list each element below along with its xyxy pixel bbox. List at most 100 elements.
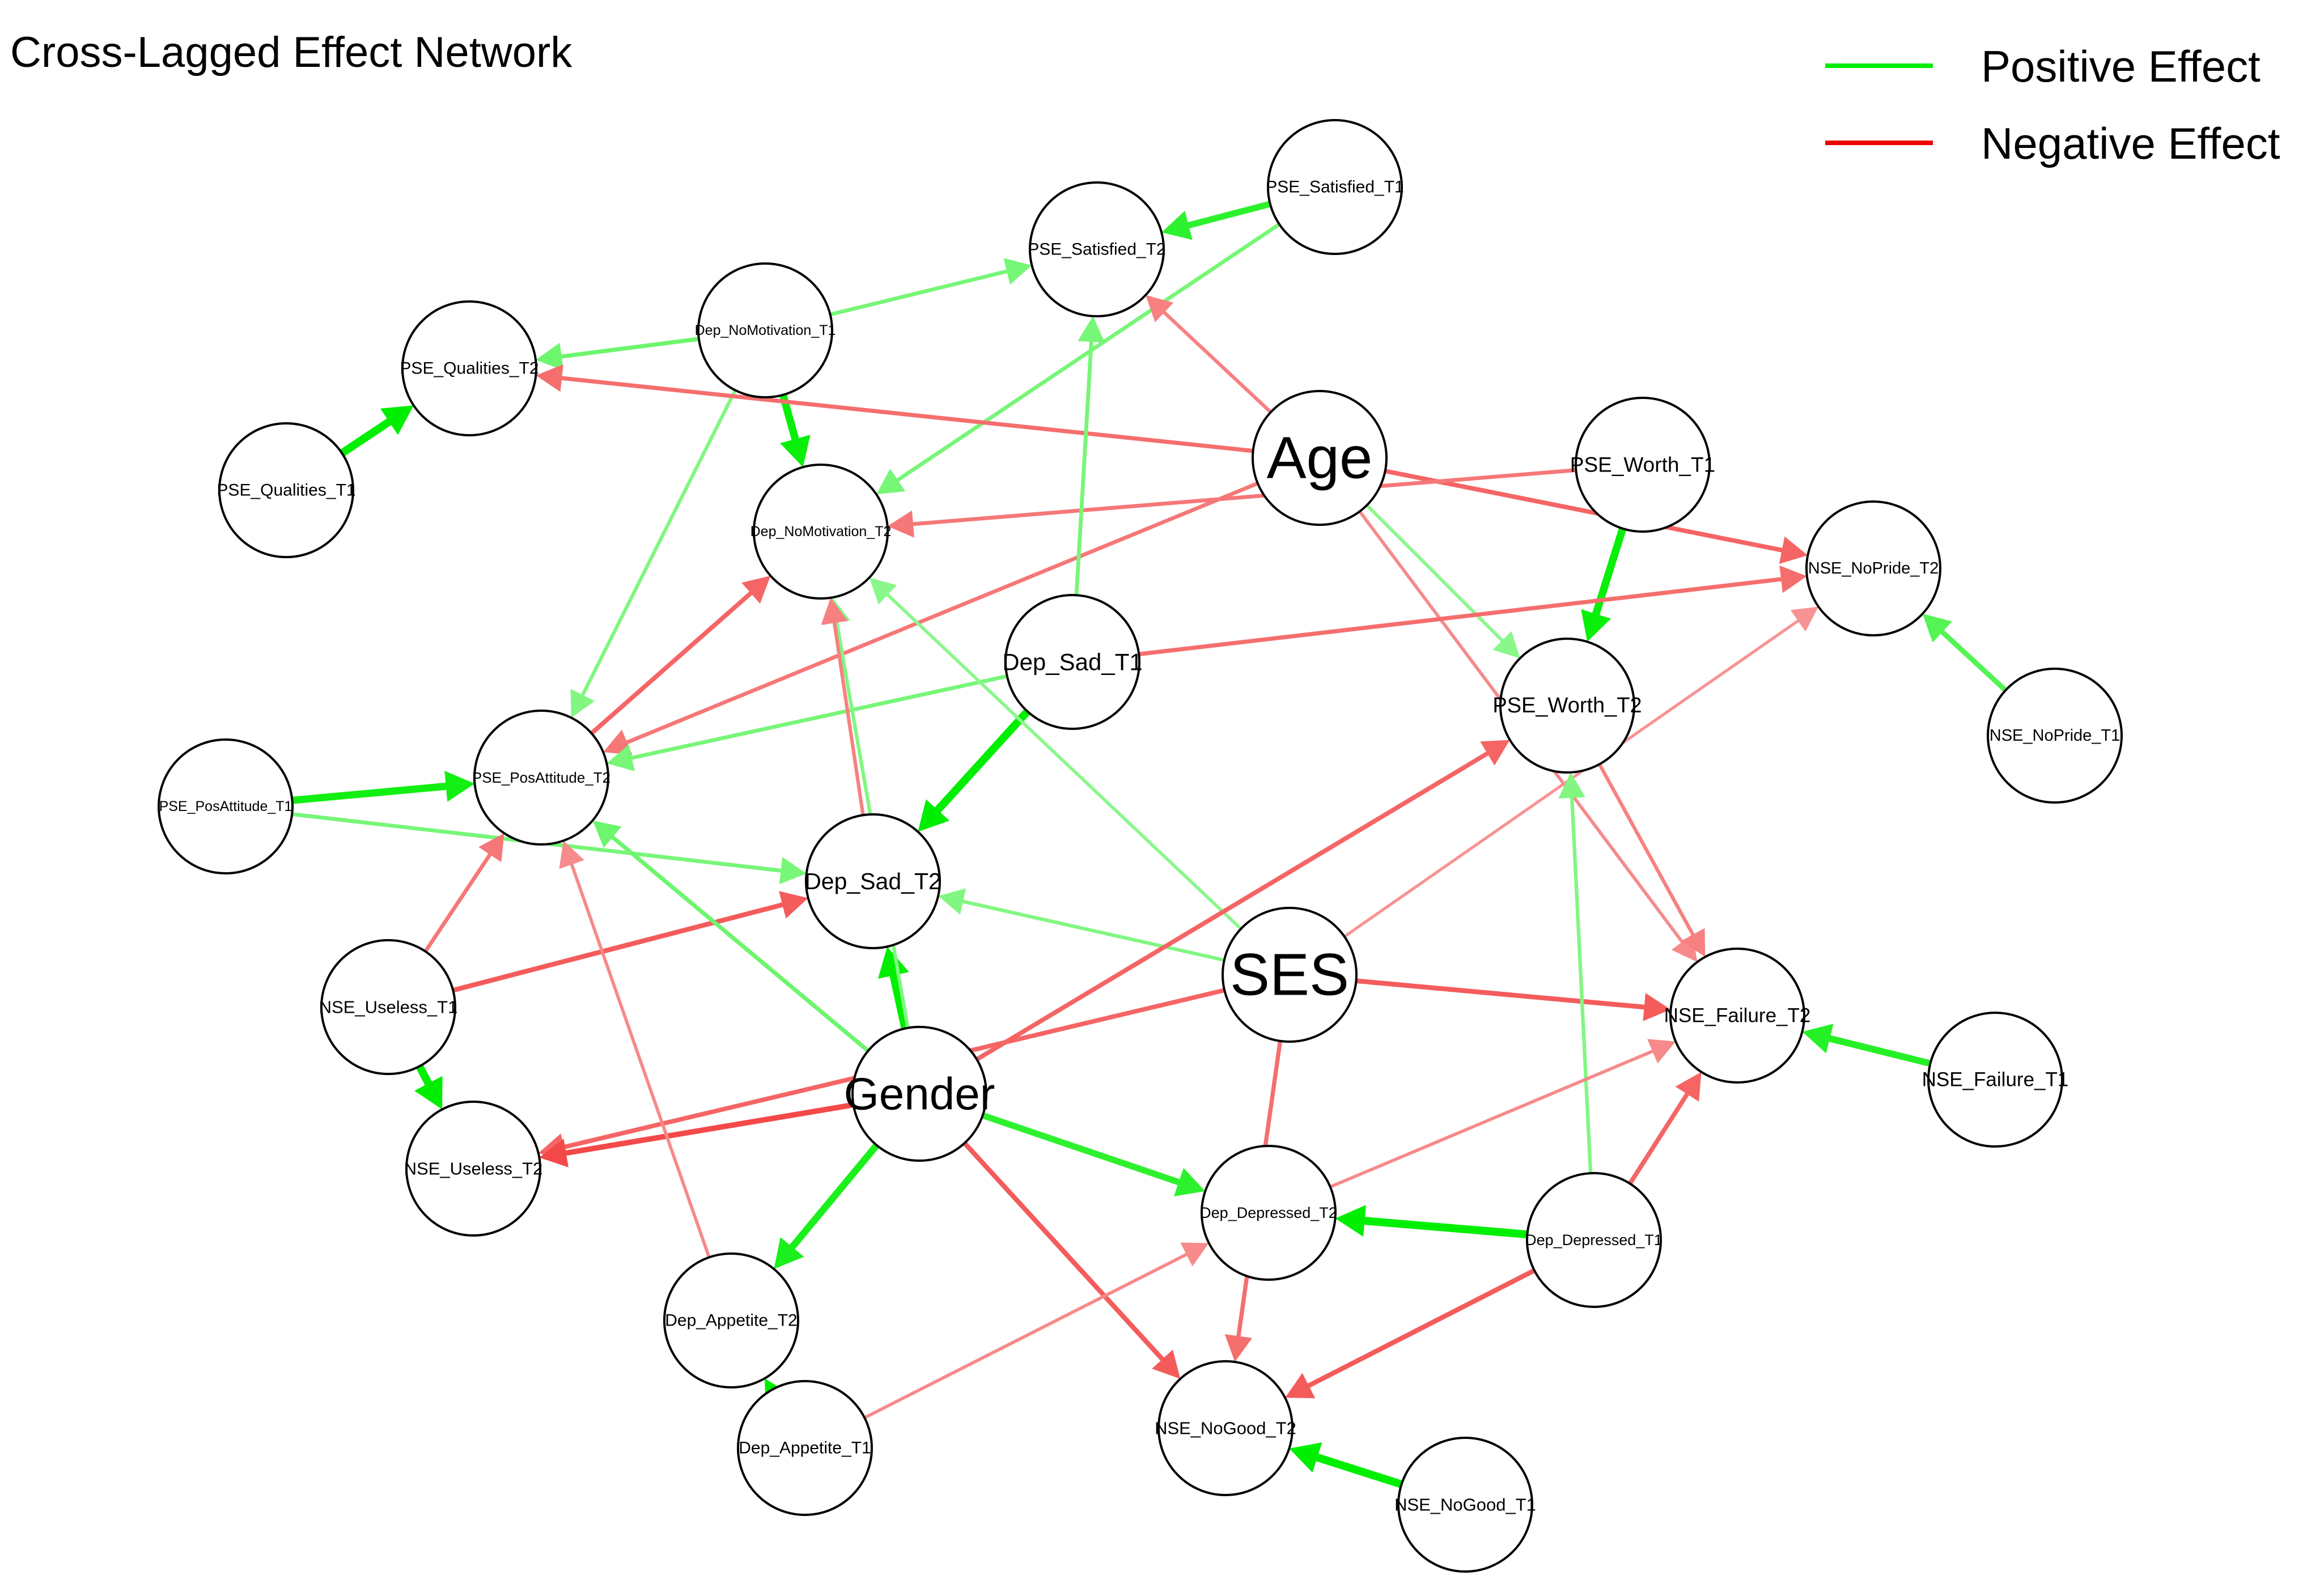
node-NSE_NoPride_T2: NSE_NoPride_T2 <box>1805 500 1941 636</box>
node-circle <box>851 1026 987 1162</box>
edge-arrowhead <box>1681 928 1706 957</box>
edge-arrowhead <box>539 1139 569 1167</box>
edge-arrowhead <box>1224 1334 1253 1362</box>
edge-Gender-to-Dep_Depressed_T2 <box>981 1112 1206 1197</box>
edge-Gender-to-PSE_PosAttitude_T2 <box>592 820 870 1053</box>
edge-line <box>569 861 711 1258</box>
edge-arrowhead <box>1161 210 1193 240</box>
edges <box>291 201 2008 1488</box>
node-circle <box>737 1380 873 1516</box>
edge-Dep_Depressed_T2-to-NSE_Failure_T2 <box>1329 1039 1676 1188</box>
node-label: PSE_PosAttitude_T2 <box>472 769 610 786</box>
node-circle <box>1805 500 1941 636</box>
node-PSE_Satisfied_T1: PSE_Satisfied_T1 <box>1266 119 1404 255</box>
edge-Gender-to-NSE_NoGood_T2 <box>962 1141 1181 1379</box>
edge-line <box>590 590 754 736</box>
node-circle <box>805 813 941 949</box>
edge-NSE_Useless_T1-to-Dep_Sad_T2 <box>452 891 808 993</box>
edge-arrowhead <box>1180 1242 1209 1267</box>
edge-line <box>829 269 1010 317</box>
node-label: Dep_Depressed_T1 <box>1525 1231 1663 1248</box>
node-label: PSE_Satisfied_T1 <box>1266 178 1403 197</box>
node-NSE_NoPride_T1: NSE_NoPride_T1 <box>1987 668 2123 804</box>
edge-line <box>1826 1034 1931 1067</box>
edge-line <box>885 592 1242 931</box>
node-circle <box>1201 1145 1337 1281</box>
node-NSE_NoGood_T2: NSE_NoGood_T2 <box>1155 1360 1296 1496</box>
edge-arrowhead <box>1003 258 1032 285</box>
edge-line <box>894 222 1280 483</box>
edge-arrowhead <box>592 820 622 848</box>
node-Dep_Sad_T2: Dep_Sad_T2 <box>804 813 942 949</box>
edge-arrowhead <box>1173 1167 1206 1197</box>
edge-arrowhead <box>877 946 909 979</box>
edge-NSE_Failure_T1-to-NSE_Failure_T2 <box>1802 1024 1931 1067</box>
node-PSE_Worth_T2: PSE_Worth_T2 <box>1492 638 1642 774</box>
node-circle <box>1397 1437 1533 1573</box>
edge-PSE_Worth_T1-to-PSE_Worth_T2 <box>1581 527 1627 642</box>
edge-NSE_NoPride_T1-to-NSE_NoPride_T2 <box>1922 613 2008 693</box>
edge-arrowhead <box>780 435 811 468</box>
edge-arrowhead <box>774 1237 804 1269</box>
node-circle <box>1499 638 1635 774</box>
edge-Dep_NoMotivation_T1-to-PSE_PosAttitude_T2 <box>570 389 737 718</box>
edge-arrowhead <box>1675 1072 1702 1102</box>
node-label: NSE_NoGood_T1 <box>1394 1495 1536 1515</box>
edge-arrowhead <box>1643 993 1671 1021</box>
edge-arrowhead <box>1480 740 1510 766</box>
edge-PSE_Worth_T2-to-NSE_Failure_T2 <box>1597 763 1706 957</box>
edge-line <box>1628 1091 1690 1185</box>
edge-arrowhead <box>1492 631 1520 659</box>
edge-NSE_NoGood_T1-to-NSE_NoGood_T2 <box>1289 1442 1403 1488</box>
legend-negative-label: Negative Effect <box>1981 118 2280 168</box>
node-NSE_Useless_T2: NSE_Useless_T2 <box>404 1101 542 1237</box>
node-Dep_Appetite_T2: Dep_Appetite_T2 <box>663 1252 799 1388</box>
edge-arrowhead <box>559 840 584 869</box>
edge-Dep_Appetite_T1-to-Dep_Depressed_T2 <box>863 1242 1209 1420</box>
node-label: SES <box>1230 942 1349 1008</box>
edge-Gender-to-Dep_Sad_T2 <box>877 946 909 1030</box>
edge-SES-to-NSE_Failure_T2 <box>1356 978 1671 1021</box>
edge-arrowhead <box>779 891 808 919</box>
edge-line <box>962 1141 1166 1363</box>
edge-PSE_Qualities_T1-to-PSE_Qualities_T2 <box>340 405 414 457</box>
node-circle <box>1252 390 1388 526</box>
node-circle <box>1987 668 2123 804</box>
edge-Dep_Sad_T1-to-PSE_PosAttitude_T2 <box>607 674 1008 771</box>
edge-Age-to-PSE_Satisfied_T2 <box>1146 295 1273 414</box>
node-circle <box>401 300 537 436</box>
node-circle <box>1575 397 1711 533</box>
node-circle <box>405 1101 541 1237</box>
node-PSE_PosAttitude_T2: PSE_PosAttitude_T2 <box>472 710 610 846</box>
legend: Positive Effect Negative Effect <box>1825 41 2280 168</box>
node-circle <box>697 262 833 398</box>
edge-line <box>423 851 493 953</box>
edge-arrowhead <box>1779 565 1807 593</box>
edge-line <box>933 708 1030 814</box>
edge-line <box>1384 469 1785 553</box>
edge-Dep_Depressed_T1-to-NSE_Failure_T2 <box>1628 1072 1702 1185</box>
node-circle <box>1222 907 1358 1043</box>
node-NSE_NoGood_T1: NSE_NoGood_T1 <box>1394 1437 1536 1573</box>
edge-line <box>1305 1268 1536 1389</box>
edge-Dep_Appetite_T2-to-PSE_PosAttitude_T2 <box>559 840 711 1258</box>
edge-arrowhead <box>1152 1349 1181 1379</box>
edge-Age-to-PSE_Qualities_T2 <box>536 364 1254 453</box>
edge-NSE_Useless_T1-to-PSE_PosAttitude_T2 <box>423 833 504 953</box>
node-circle <box>1526 1172 1662 1308</box>
node-Dep_Sad_T1: Dep_Sad_T1 <box>1002 594 1143 730</box>
edge-line <box>910 468 1576 526</box>
edge-SES-to-Dep_Sad_T2 <box>938 888 1225 962</box>
edge-arrowhead <box>741 575 771 604</box>
edge-Dep_Depressed_T1-to-PSE_Worth_T2 <box>1558 772 1593 1174</box>
edge-line <box>1570 795 1593 1174</box>
edge-line <box>1329 1048 1656 1188</box>
node-label: Dep_Sad_T1 <box>1002 649 1143 676</box>
edge-line <box>1074 339 1094 596</box>
edge-arrowhead <box>1790 606 1819 632</box>
node-label: NSE_Failure_T1 <box>1922 1069 2069 1091</box>
edge-Dep_Depressed_T1-to-Dep_Depressed_T2 <box>1335 1205 1528 1239</box>
edge-arrowhead <box>414 1076 443 1110</box>
edge-Gender-to-PSE_Worth_T2 <box>976 740 1510 1061</box>
